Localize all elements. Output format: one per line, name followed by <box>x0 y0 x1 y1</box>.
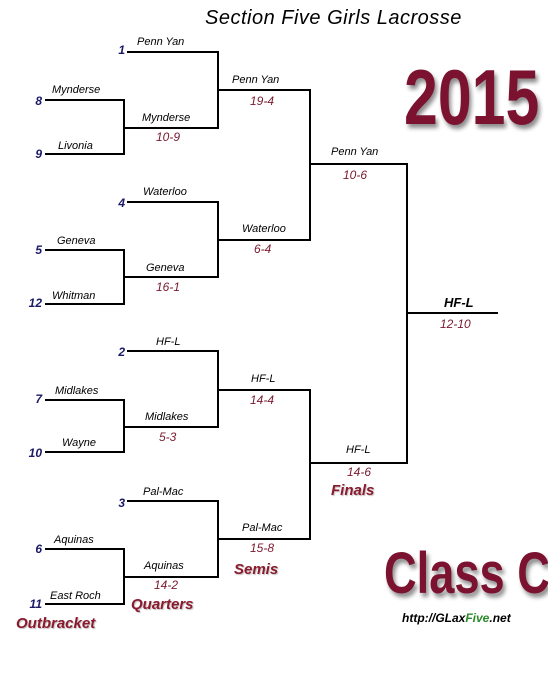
url-mid: GLax <box>435 611 466 625</box>
final-score: 12-10 <box>440 317 471 331</box>
team-name: Midlakes <box>145 411 189 423</box>
team-name: Pal-Mac <box>143 486 184 498</box>
team-name: Mynderse <box>52 84 101 96</box>
seed-number: 8 <box>35 94 42 108</box>
game-score: 16-1 <box>156 280 181 294</box>
round-label-finals: Finals <box>331 482 375 499</box>
game-score: 5-3 <box>159 430 177 444</box>
bracket-line <box>123 276 219 278</box>
bracket-line <box>45 303 125 305</box>
champion-name: HF-L <box>444 295 474 310</box>
page-title: Section Five Girls Lacrosse <box>205 7 462 29</box>
seed-number: 11 <box>29 597 42 611</box>
team-name: East Roch <box>50 590 101 602</box>
team-name: Wayne <box>62 437 97 449</box>
team-name: Aquinas <box>144 560 184 572</box>
team-name: Livonia <box>58 140 93 152</box>
seed-number: 2 <box>118 345 125 359</box>
round-label-outbracket: Outbracket <box>16 615 96 632</box>
seed-number: 6 <box>35 542 42 556</box>
bracket-line <box>309 89 311 241</box>
website-link[interactable]: http://GLaxFive.net <box>402 611 511 625</box>
game-score: 6-4 <box>254 242 272 256</box>
game-score: 19-4 <box>250 94 275 108</box>
team-name: HF-L <box>346 444 371 456</box>
seed-number: 12 <box>28 296 42 310</box>
team-name: Midlakes <box>55 385 99 397</box>
bracket-line <box>123 426 219 428</box>
url-prefix: http:// <box>402 611 436 625</box>
team-name: Pal-Mac <box>242 522 283 534</box>
bracket-line <box>217 389 311 391</box>
team-name: HF-L <box>156 336 181 348</box>
bracket-line <box>127 201 219 203</box>
bracket-line <box>127 350 219 352</box>
seed-number: 4 <box>118 196 125 210</box>
seed-number: 9 <box>35 147 42 161</box>
bracket-line <box>217 239 311 241</box>
bracket-line <box>45 399 125 401</box>
game-score: 15-8 <box>250 541 275 555</box>
game-score: 14-2 <box>154 578 179 592</box>
team-name: Waterloo <box>242 223 286 235</box>
team-name: Penn Yan <box>137 36 185 48</box>
game-score: 10-6 <box>343 168 368 182</box>
seed-number: 5 <box>35 243 42 257</box>
bracket-line <box>309 389 311 540</box>
game-score: 14-6 <box>347 465 372 479</box>
team-name: Geneva <box>57 235 96 247</box>
class-label: Class C <box>384 541 548 606</box>
bracket-line <box>45 249 125 251</box>
bracket-line <box>123 127 219 129</box>
bracket-line <box>127 51 219 53</box>
bracket-line <box>309 462 408 464</box>
bracket-line <box>217 538 311 540</box>
team-name: HF-L <box>251 373 276 385</box>
team-name: Mynderse <box>142 112 191 124</box>
bracket-line <box>45 603 125 605</box>
team-name: Aquinas <box>54 534 94 546</box>
bracket-line <box>309 163 408 165</box>
team-name: Penn Yan <box>331 146 379 158</box>
year-label: 2015 <box>404 53 540 141</box>
bracket-line <box>127 500 219 502</box>
team-name: Geneva <box>146 262 185 274</box>
url-suffix: .net <box>489 611 511 625</box>
url-brand: Five <box>465 611 490 625</box>
bracket-line <box>123 576 219 578</box>
team-name: Penn Yan <box>232 74 280 86</box>
round-label-quarters: Quarters <box>131 596 194 613</box>
seed-number: 3 <box>118 496 125 510</box>
team-name: Whitman <box>52 290 96 302</box>
seed-number: 7 <box>35 392 42 406</box>
round-label-semis: Semis <box>234 561 279 578</box>
game-score: 14-4 <box>250 393 275 407</box>
bracket-line <box>45 99 125 101</box>
seed-number: 10 <box>28 446 42 460</box>
game-score: 10-9 <box>156 130 181 144</box>
seed-number: 1 <box>118 43 125 57</box>
bracket-line <box>45 153 125 155</box>
bracket-line <box>406 312 498 314</box>
team-name: Waterloo <box>143 186 187 198</box>
bracket-line <box>45 451 125 453</box>
bracket-line <box>45 548 125 550</box>
bracket-line <box>217 89 311 91</box>
